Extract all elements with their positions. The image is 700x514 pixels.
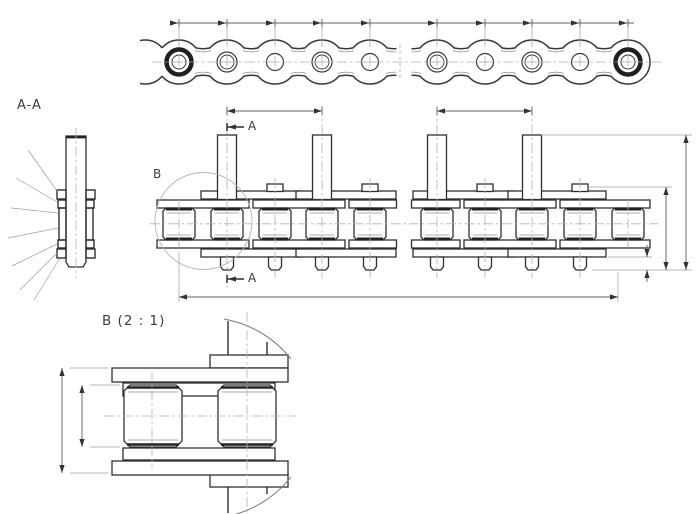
top-view-right-run (411, 39, 651, 85)
link-plates (156, 190, 651, 258)
side-view-chain (150, 106, 692, 302)
detail-outer-plate-top (111, 367, 289, 383)
detail-pin-plate-bottom (209, 473, 289, 488)
section-inner-plate (85, 239, 95, 249)
section-outer-plate (85, 189, 96, 200)
detail-outer-plate-bottom (111, 460, 289, 476)
detail-extended-pin (227, 321, 268, 513)
detail-centerlines (104, 312, 296, 514)
inner-plate-edges-left (194, 50, 397, 74)
leader-lines (7, 149, 61, 301)
section-bushing (58, 207, 67, 241)
side-view-dimensions (178, 107, 692, 302)
detail-inner-plate-bottom (122, 447, 276, 461)
detail-view-b (59, 312, 296, 514)
inner-plate-edges-right (411, 50, 613, 74)
section-view-label: A-A (17, 98, 42, 113)
section-cut-label-top: A (248, 119, 258, 133)
top-view-chain (140, 19, 662, 85)
detail-boundary-arc (234, 476, 292, 514)
section-outer-plate (56, 248, 67, 259)
pitch-dimension (170, 19, 634, 47)
detail-pin-plate-top (209, 354, 289, 369)
section-inner-plate (57, 199, 67, 209)
section-inner-plate (57, 239, 67, 249)
detail-marker-label: B (153, 167, 163, 181)
detail-boundary-arc (223, 318, 292, 360)
section-view-a-a (7, 128, 96, 301)
section-cut-label-bottom: A (248, 271, 258, 285)
detail-b-circle (154, 172, 253, 270)
bottom-pin-ends (219, 256, 588, 271)
pin-circles (164, 47, 643, 77)
top-view-left-run (140, 39, 397, 85)
detail-dimensions (59, 367, 120, 474)
section-bushing (85, 207, 94, 241)
section-outer-plate (85, 248, 96, 259)
detail-view-label: B (2 : 1) (102, 313, 166, 329)
side-view-centerlines (150, 106, 658, 290)
section-outer-plate (56, 189, 67, 200)
section-inner-plate (85, 199, 95, 209)
